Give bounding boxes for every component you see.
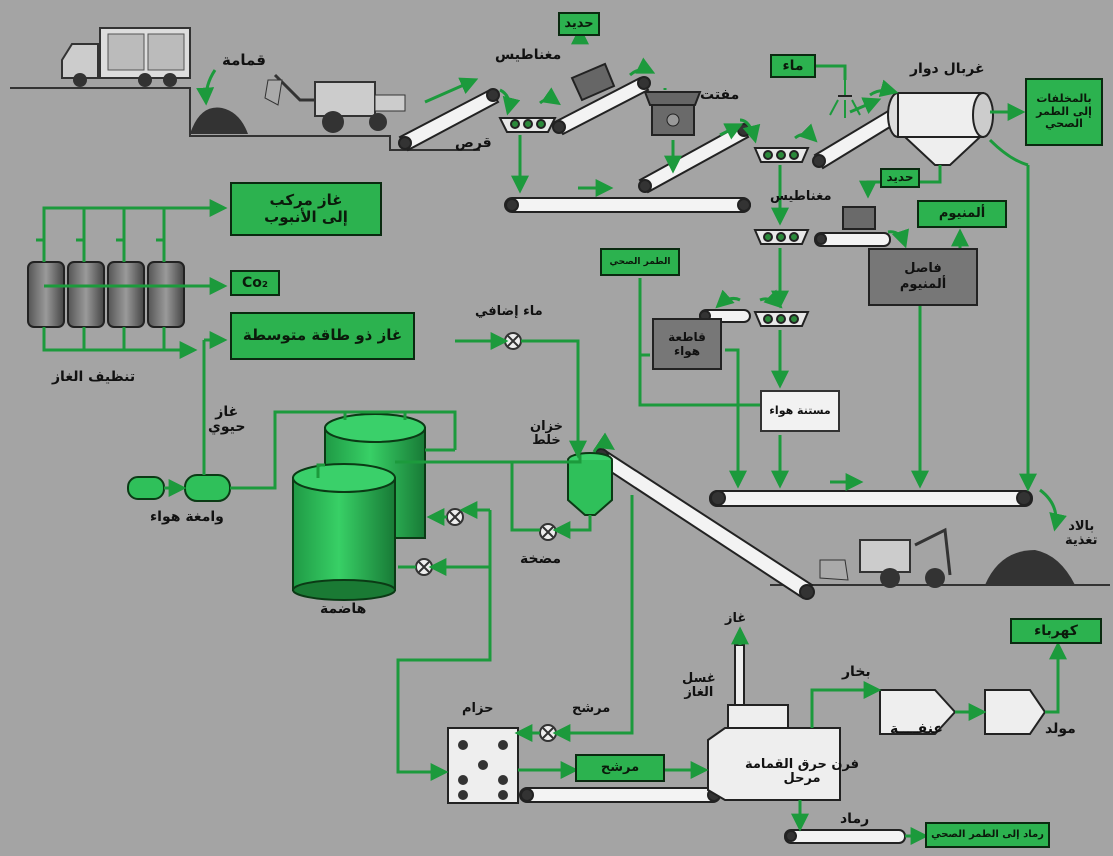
garbage-pile-icon (190, 107, 248, 134)
residue-to-landfill-box: بالمخلفات إلى الطمر الصحي (1025, 78, 1103, 146)
iron-mid-box: حديد (880, 168, 920, 188)
medium-energy-gas-box: غاز ذو طاقة متوسطة (230, 312, 415, 360)
disc-label: قرص (455, 135, 492, 151)
gas-cleaning-tanks (27, 261, 185, 328)
truck-icon (61, 27, 191, 87)
loader-icon (264, 73, 406, 133)
biogas-label: غاز حيوي (208, 404, 246, 436)
ash-to-landfill-box: رماد إلى الطمر الصحي (925, 822, 1050, 848)
garbage-label: قمامة (222, 51, 266, 69)
disc-screens (498, 117, 810, 327)
rotary-screen-icon (887, 92, 994, 166)
air-blower-label: وامغة هواء (150, 509, 224, 525)
loader-bottom-icon (819, 527, 952, 588)
aluminum-box: ألمنيوم (917, 200, 1007, 228)
filter-box: مرشح (575, 754, 665, 782)
water-box: ماء (770, 54, 816, 78)
generator-label: مولد (1045, 721, 1076, 737)
air-cutter-box: قاطعة هواء (652, 318, 722, 370)
magnet-mid-icon (842, 206, 876, 230)
magnet-icon (570, 62, 616, 102)
magnets-top-label: مغناطيس (495, 47, 562, 63)
feed-pile-icon (985, 550, 1075, 585)
air-blower-icons (127, 474, 231, 502)
pump-label: مضخة (520, 551, 562, 567)
electricity-box: كهرباء (1010, 618, 1102, 644)
steam-label: بخار (842, 664, 871, 680)
mixing-tank-label: خزان خلط (530, 419, 564, 449)
landfill-small-box: الطمر الصحي (600, 248, 680, 276)
aluminum-separator-box: فاصل ألمنيوم (868, 248, 978, 306)
digester-label: هاضمة (320, 601, 367, 617)
furnace-label: فرن حرق القمامة مرحل (745, 757, 860, 787)
ash-label: رماد (840, 811, 870, 827)
belt-press-label: حزام (462, 701, 494, 716)
crusher-icon (643, 91, 702, 136)
feed-residue-label: بالاد تغذية (1065, 519, 1098, 549)
turbine-generator-icons (879, 689, 1047, 735)
rotary-screen-label: غربال دوار (910, 61, 985, 77)
air-tank-box: مستنة هواء (760, 390, 840, 432)
valve-icons (415, 332, 557, 742)
gas-out-label: غاز (725, 611, 747, 626)
flow-lines (36, 26, 1067, 845)
filter-label: مرشح (572, 701, 611, 716)
additional-water-label: ماء إضافي (475, 304, 543, 319)
co2-box: Co₂ (230, 270, 280, 296)
belt-press-icon (447, 727, 519, 804)
gas-cleaning-label: تنظيف الغاز (52, 369, 136, 385)
spray-nozzle-icon (829, 80, 861, 118)
iron-top-box: حديد (558, 12, 600, 36)
compound-gas-box: غاز مركب إلى الأنبوب (230, 182, 382, 236)
digester-tanks (292, 413, 426, 601)
furnace-icon (707, 644, 841, 801)
conveyors (398, 76, 1033, 844)
magnets-mid-label: مغناطيس (770, 189, 832, 204)
gas-washing-label: غسل الغاز (682, 671, 716, 701)
condenser-label: عنفــــة (890, 721, 943, 737)
crusher-label: مفتت (700, 87, 740, 103)
